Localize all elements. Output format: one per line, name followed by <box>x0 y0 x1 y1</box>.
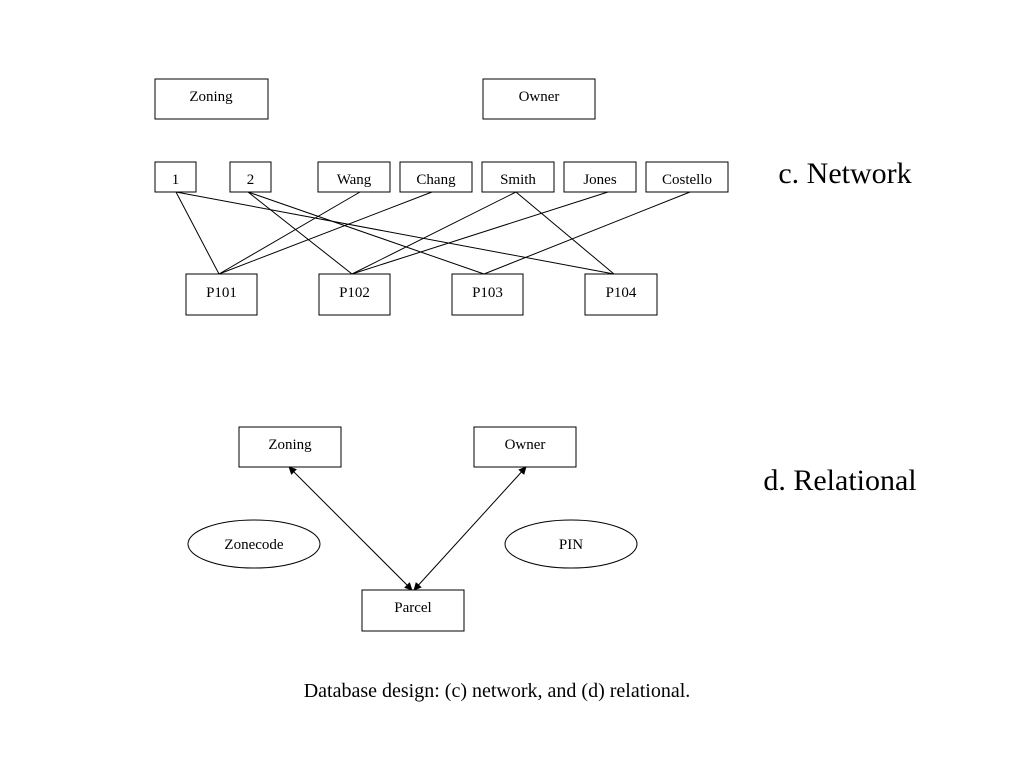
relational-zoning-table: Zoning <box>238 426 342 468</box>
relational-parcel-label: Parcel <box>394 600 431 616</box>
parcel-node-p104: P104 <box>584 273 658 316</box>
parcel-node-label: P101 <box>206 285 237 301</box>
parcel-node-label: P102 <box>339 285 370 301</box>
network-title: c. Network <box>778 157 911 190</box>
zonecode-key-label: Zonecode <box>224 537 283 553</box>
pin-key-label: PIN <box>559 537 583 553</box>
owner-node-wang: Wang <box>317 161 391 193</box>
owner-node-jones: Jones <box>563 161 637 193</box>
network-links <box>175 191 691 275</box>
owner-node-label: Smith <box>500 172 536 188</box>
network-link-smith-p104 <box>515 191 615 275</box>
owner-parcel-relation-arrow <box>413 466 527 591</box>
network-zoning-label: Zoning <box>189 89 233 105</box>
network-link-jones-p102 <box>351 191 609 275</box>
pin-key-ellipse: PIN <box>504 519 638 569</box>
relational-owner-label: Owner <box>505 437 546 453</box>
network-link-1-p101 <box>175 191 220 275</box>
parcel-node-p101: P101 <box>185 273 258 316</box>
parcel-node-label: P104 <box>606 285 637 301</box>
network-link-2-p103 <box>247 191 485 275</box>
relational-parcel-table: Parcel <box>361 589 465 632</box>
network-link-1-p104 <box>175 191 615 275</box>
zonecode-key-ellipse: Zonecode <box>187 519 321 569</box>
owner-node-label: Chang <box>416 172 456 188</box>
owner-node-smith: Smith <box>481 161 555 193</box>
network-owner-header: Owner <box>482 78 596 120</box>
figure-caption: Database design: (c) network, and (d) re… <box>304 680 691 702</box>
owner-node-label: Costello <box>662 172 712 188</box>
relational-zoning-label: Zoning <box>268 437 312 453</box>
zone-node-2: 2 <box>229 161 272 193</box>
network-link-smith-p102 <box>351 191 517 275</box>
owner-node-label: Wang <box>337 172 372 188</box>
parcel-node-label: P103 <box>472 285 503 301</box>
network-link-chang-p101 <box>218 191 433 275</box>
network-diagram: Zoning Owner 1 2 Wang Chang Smith <box>154 78 912 316</box>
parcel-node-p102: P102 <box>318 273 391 316</box>
relational-owner-table: Owner <box>473 426 577 468</box>
relational-title: d. Relational <box>763 464 916 497</box>
network-link-2-p102 <box>247 191 353 275</box>
network-owner-label: Owner <box>519 89 560 105</box>
zone-node-label: 2 <box>247 172 255 188</box>
network-link-wang-p101 <box>218 191 361 275</box>
zone-node-1: 1 <box>154 161 197 193</box>
owner-node-costello: Costello <box>645 161 729 193</box>
zone-node-label: 1 <box>172 172 180 188</box>
parcel-node-p103: P103 <box>451 273 524 316</box>
network-zoning-header: Zoning <box>154 78 269 120</box>
relational-diagram: Zoning Owner Parcel Zonecode PIN d. Rela… <box>187 426 917 632</box>
zoning-parcel-relation-arrow <box>288 466 413 591</box>
owner-node-label: Jones <box>583 172 616 188</box>
owner-node-chang: Chang <box>399 161 473 193</box>
network-link-costello-p103 <box>483 191 691 275</box>
